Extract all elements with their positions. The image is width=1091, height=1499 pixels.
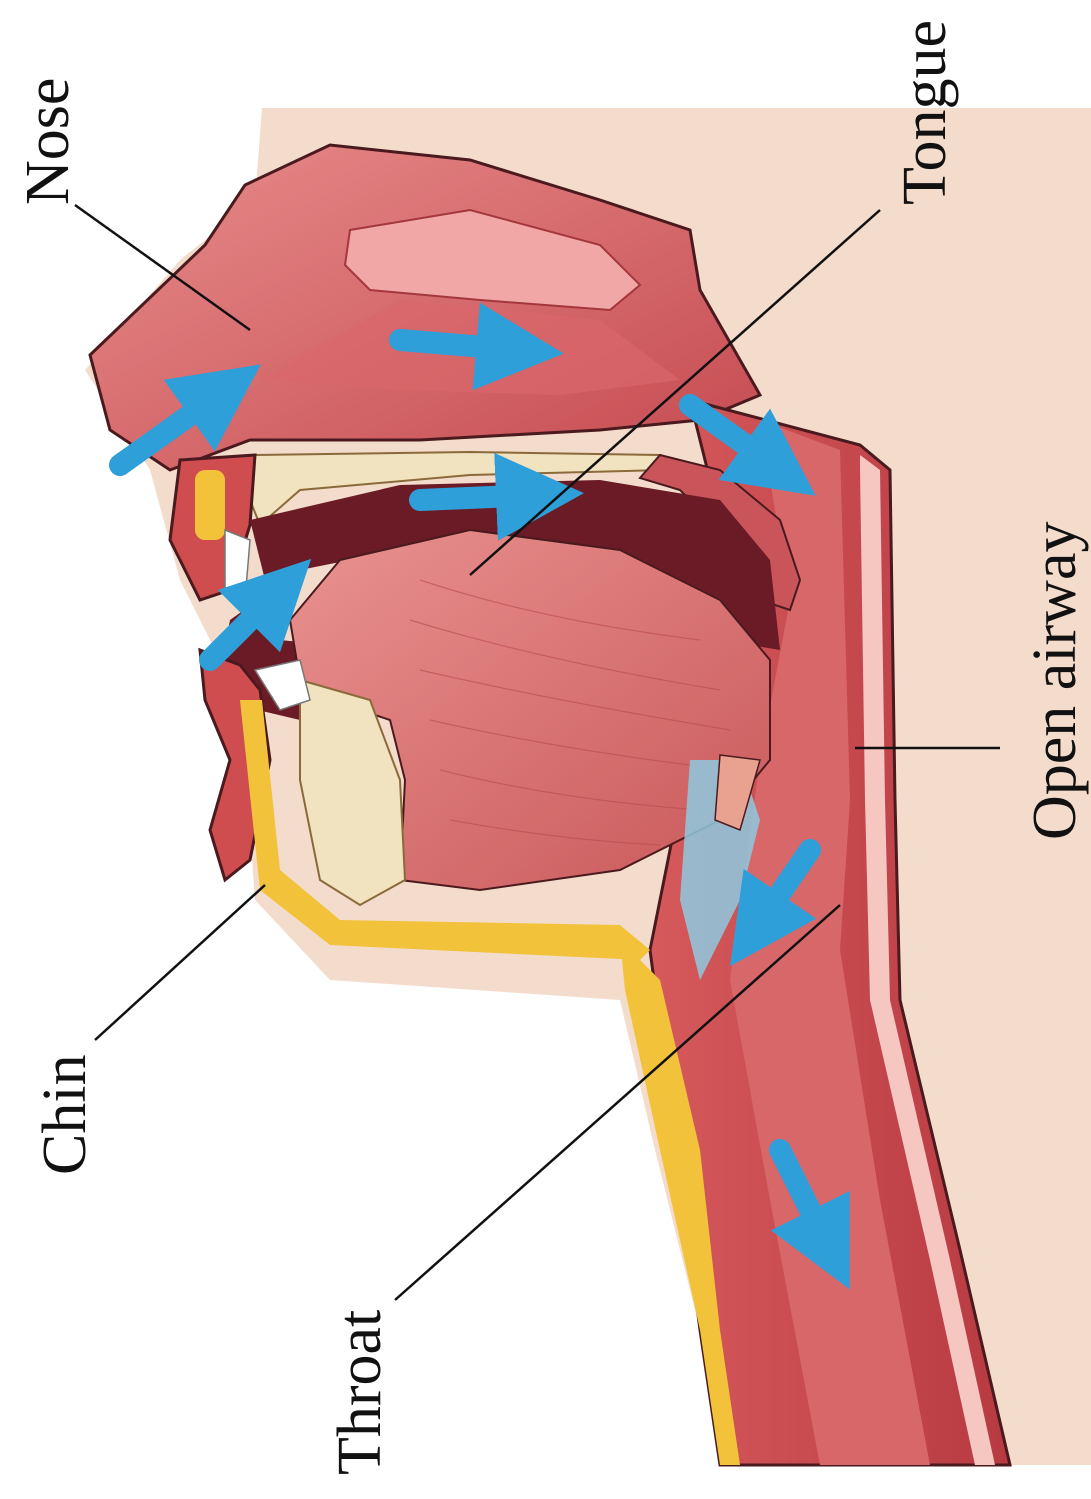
tongue-label: Tongue <box>891 20 959 205</box>
chin-leader-line <box>95 885 265 1040</box>
airflow-arrow-icon <box>400 340 520 350</box>
throat-label: Throat <box>326 1310 394 1475</box>
chin-label: Chin <box>31 1054 99 1175</box>
upper-lip-fat <box>195 470 225 540</box>
open-airway-label: Open airway <box>1021 522 1089 840</box>
airflow-arrow-icon <box>420 495 540 500</box>
upper-teeth <box>225 530 250 600</box>
nose-label: Nose <box>14 78 82 205</box>
